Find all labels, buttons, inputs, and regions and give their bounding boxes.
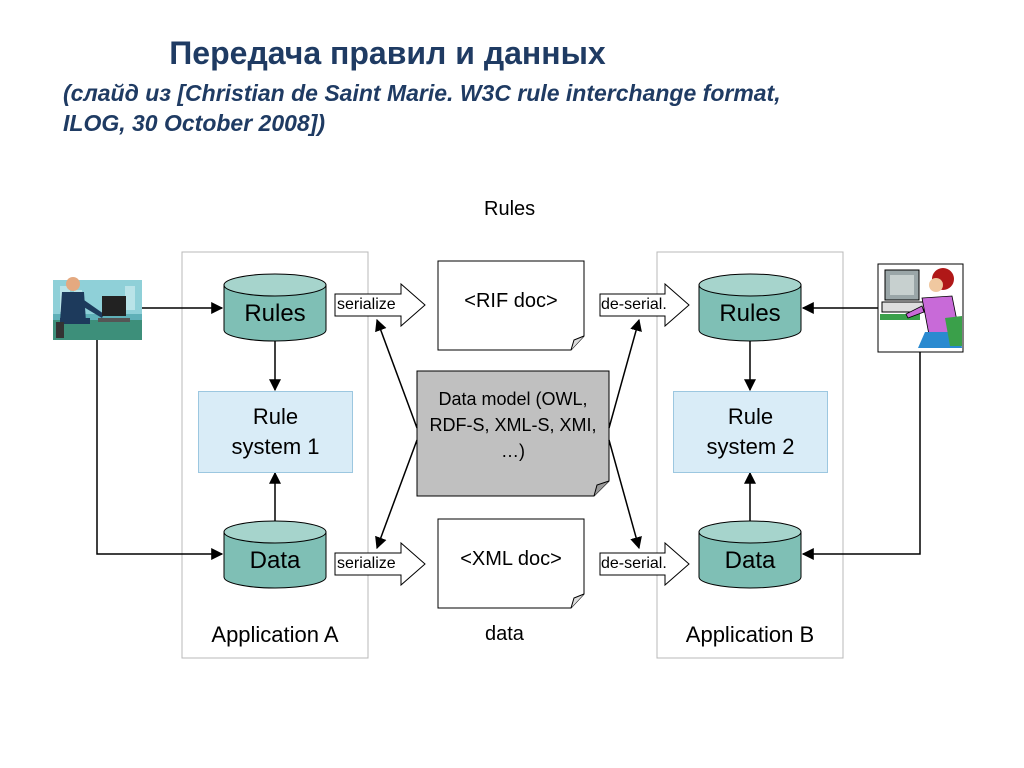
data-db-a-label: Data — [249, 547, 301, 574]
xml-doc-fold — [570, 593, 585, 609]
rule-system-2: Rule system 2 — [673, 391, 828, 473]
deserial-arrow-bottom — [599, 541, 690, 587]
data-footer-label: data — [485, 623, 524, 645]
rif-doc-label: <RIF doc> — [464, 290, 558, 312]
rule-system-1-label: Rule system 1 — [231, 404, 320, 459]
deserial-bottom-label: de-serial. — [601, 555, 667, 572]
slide-title: Передача правил и данных — [169, 35, 606, 71]
application-b-label: Application B — [685, 622, 815, 647]
data-db-a — [223, 520, 327, 589]
application-a-label: Application A — [211, 622, 339, 647]
arrow-model-to-deserial-bottom — [608, 439, 642, 550]
rules-db-b — [698, 273, 802, 342]
rule-system-1: Rule system 1 — [198, 391, 353, 473]
serialize-arrow-top — [334, 282, 426, 328]
arrow-model-to-deserial-top — [608, 318, 642, 429]
arrow-user-left-to-data — [96, 340, 224, 560]
xml-doc-label: <XML doc> — [460, 548, 562, 570]
user-right-icon — [877, 263, 964, 353]
application-a-box — [181, 251, 369, 659]
deserial-top-label: de-serial. — [601, 296, 667, 313]
rule-system-2-label: Rule system 2 — [706, 404, 795, 459]
slide-subtitle: (слайд из [Christian de Saint Marie. W3C… — [63, 80, 781, 136]
serialize-bottom-label: serialize — [337, 555, 396, 572]
serialize-top-label: serialize — [337, 296, 396, 313]
deserial-arrow-top — [599, 282, 690, 328]
data-db-b — [698, 520, 802, 589]
rules-db-b-label: Rules — [719, 300, 781, 327]
rules-db-a — [223, 273, 327, 342]
rules-header-label: Rules — [484, 198, 536, 220]
serialize-arrow-bottom — [334, 541, 426, 587]
arrow-model-to-serialize-top — [375, 318, 418, 429]
rules-db-a-label: Rules — [244, 300, 306, 327]
data-db-b-label: Data — [724, 547, 776, 574]
rif-doc-fold — [570, 335, 585, 351]
user-left-icon — [53, 277, 142, 340]
arrow-model-to-serialize-bottom — [375, 439, 418, 550]
application-b-box — [656, 251, 844, 659]
arrow-user-right-to-data — [801, 352, 921, 560]
data-model-fold — [593, 480, 610, 497]
data-model-label: Data model (OWL, RDF-S, XML-S, XMI, …) — [429, 389, 597, 461]
